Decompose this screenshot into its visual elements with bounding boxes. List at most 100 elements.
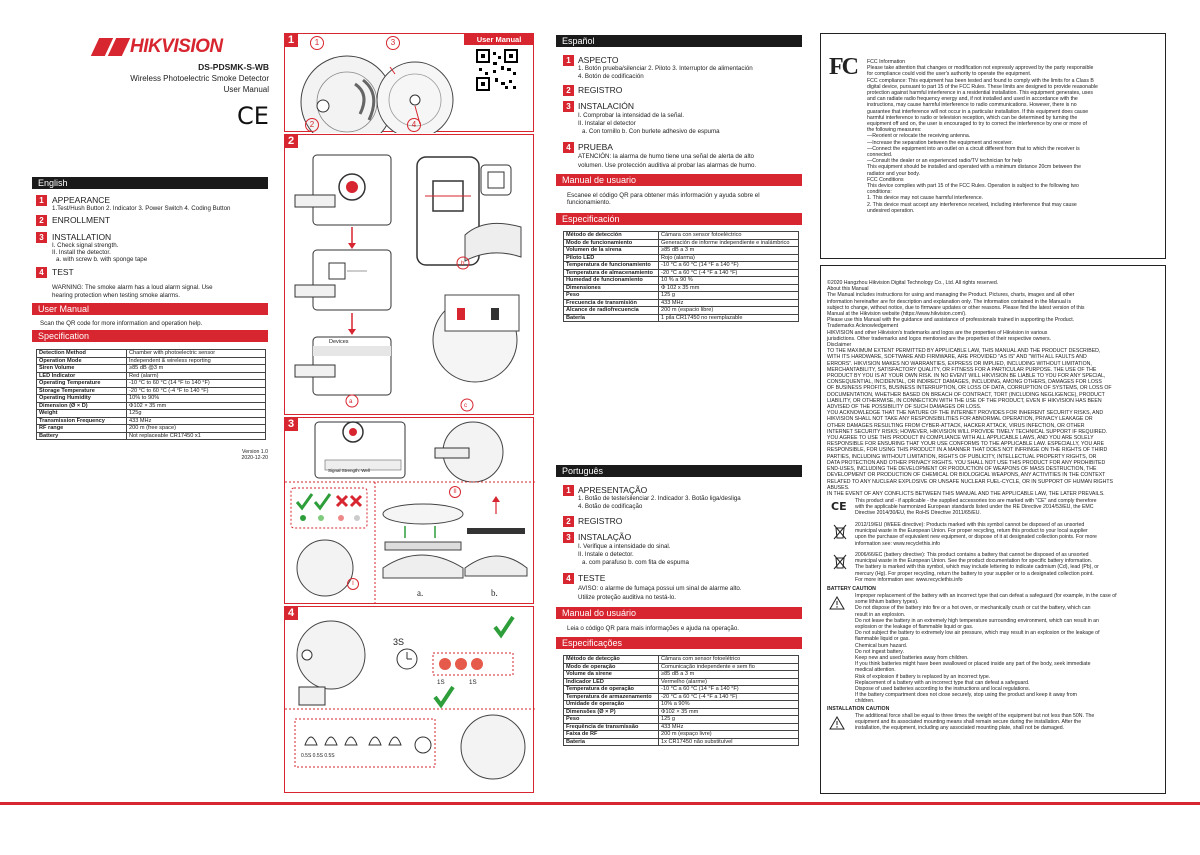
battery-caution-text: Improper replacement of the battery with… (855, 593, 1161, 705)
pt-apresentacao-text: 1. Botão de teste/silenciar 2. Indicador… (578, 495, 741, 502)
spec-label: Batería (563, 313, 659, 322)
en-test-heading: TEST (52, 267, 74, 277)
spec-row: Storage Temperature-20 °C to 60 °C (-4 °… (36, 386, 266, 395)
en-appearance-heading: APPEARANCE (52, 195, 111, 205)
text-line: guarantee that interference will not occ… (867, 108, 1089, 115)
spec-row: Volumen de la sirena≥85 dB a 3 m (563, 246, 799, 255)
text-line: children. (855, 698, 875, 705)
pt-spec-bar: Especificações (556, 637, 802, 649)
spec-value: -20 °C to 60 °C (-4 °F to 140 °F) (126, 386, 266, 395)
text-line: connected. (867, 152, 893, 159)
text-line: ABUSES. (827, 484, 850, 491)
spec-value: 10% a 90% (658, 700, 799, 709)
signal-strength-label: Signal Strength: Well (328, 468, 370, 473)
spec-value: Generación de informe independiente e in… (658, 238, 799, 247)
text-line: HIKVISION SHALL NOT TAKE ANY RESPONSIBIL… (827, 416, 1093, 423)
spec-label: Piloto LED (563, 253, 659, 262)
text-line: Do not dispose of the battery into fire … (855, 605, 1091, 612)
text-line: END-USES, INCLUDING THE DEVELOPMENT OR P… (827, 466, 1097, 473)
es-user-manual-bar: Manual de usuario (556, 174, 802, 186)
text-line: OF BUSINESS PROFITS, BUSINESS INTERRUPTI… (827, 385, 1112, 392)
text-line: IN THE EVENT OF ANY CONFLICTS BETWEEN TH… (827, 490, 1105, 497)
spec-value: 10 % a 90 % (658, 276, 799, 285)
text-line: ERRORS". HIKVISION MAKES NO WARRANTIES, … (827, 360, 1092, 367)
spec-value: 10% to 90% (126, 394, 266, 403)
spec-label: Operation Mode (36, 356, 127, 365)
enroll-label-c: c (464, 402, 468, 409)
es-user-manual-text: Escanee el código QR para obtener más in… (567, 192, 760, 207)
spec-value: Vermelho (alarme) (658, 677, 799, 686)
pt-install-line-1: I. Verifique a intensidade do sinal. (578, 543, 671, 550)
spec-label: Detection Method (36, 349, 127, 358)
spec-row: Dimensões (Ø × P)Φ102 × 35 mm (563, 707, 799, 716)
text-line: Keep new and used batteries away from ch… (855, 655, 969, 662)
spec-value: 1x CR17450 não substituível (658, 737, 799, 746)
qr-code[interactable] (475, 48, 519, 92)
fcc-logo: FC (829, 54, 859, 80)
pt-step-4-number: 4 (563, 573, 574, 584)
hikvision-logo: HIKVISION (90, 36, 255, 58)
spec-value: ≥85 dB a 3 m (658, 246, 799, 255)
es-step-2-number: 2 (563, 85, 574, 96)
en-step-3-number: 3 (36, 232, 47, 243)
weee-text: 2012/19/EU (WEEE directive): Products ma… (855, 522, 1161, 547)
battery-directive-text: 2006/66/EC (battery directive): This pro… (855, 552, 1161, 583)
pt-user-manual-bar: Manual do usuário (556, 607, 802, 619)
model-block: DS-PDSMK-S-WB Wireless Photoelectric Smo… (130, 62, 269, 95)
text-line: Chemical burn hazard. (855, 642, 908, 649)
text-line: MERCHANTABILITY, SATISFACTORY QUALITY, O… (827, 366, 1097, 373)
es-step-4-number: 4 (563, 142, 574, 153)
spec-value: Red (alarm) (126, 371, 266, 380)
spec-label: LED Indicator (36, 371, 127, 380)
version-text: Version 1.0 (242, 449, 268, 455)
panel-test: 4 3S 1S 1S 0.5S 0.5S 0.5S (284, 606, 535, 793)
model-number: DS-PDSMK-S-WB (198, 62, 269, 72)
text-line: The Manual includes instructions for usi… (827, 292, 1075, 299)
en-step-1-number: 1 (36, 195, 47, 206)
text-line: equipment and its associated mounting me… (855, 719, 1082, 726)
text-line: Replacement of a battery with an incorre… (855, 679, 1030, 686)
spec-label: Dimensiones (563, 283, 659, 292)
warning-triangle-icon (829, 596, 845, 610)
en-appearance-text: 1.Test/Hush Button 2. Indicator 3. Power… (52, 205, 231, 212)
spec-value: 200 m (free space) (126, 424, 266, 433)
text-line: radiator and your body. (867, 170, 920, 177)
ce-text: This product and - if applicable - the s… (855, 498, 1161, 517)
install-label-b: b. (491, 588, 498, 598)
spec-label: Indicador LED (563, 677, 659, 686)
callout-1: 1 (310, 36, 324, 50)
text-line: DATA PROTECTION AND OTHER PRIVACY RIGHTS… (827, 459, 1106, 466)
en-enrollment-heading: ENROLLMENT (52, 215, 111, 225)
text-line: For more information see: www.recyclethi… (855, 576, 963, 583)
es-spec-bar: Especificación (556, 213, 802, 225)
bottom-rule (0, 802, 1200, 805)
text-line: medical attention. (855, 667, 896, 674)
text-line: information see: www.recyclethis.info (855, 540, 941, 547)
legal-box: ©2020 Hangzhou Hikvision Digital Technol… (820, 265, 1166, 794)
text-line: jurisdictions. Other trademarks and logo… (827, 335, 1052, 342)
spec-value: 433 MHz (658, 298, 799, 307)
spec-value: Φ102 × 35 mm (126, 401, 266, 410)
en-step-2-number: 2 (36, 215, 47, 226)
en-step-4-number: 4 (36, 267, 47, 278)
legal-text: ©2020 Hangzhou Hikvision Digital Technol… (827, 280, 1163, 497)
text-line: result in an explosion. (855, 611, 906, 618)
spec-row: Temperatura de armazenamento-20 °C a 60 … (563, 692, 799, 701)
text-line: 2. This device must accept any interfere… (867, 201, 1077, 208)
text-line: subject to change, without notice, due t… (827, 304, 1085, 311)
install-label-a: a. (417, 588, 424, 598)
text-line: conditions: (867, 189, 892, 196)
en-install-line-1: I. Check signal strength. (52, 242, 119, 249)
spec-value: -20 °C a 60 °C (-4 °F a 140 °F) (658, 692, 799, 701)
spec-value: ≥85 dB a 3 m (658, 670, 799, 679)
